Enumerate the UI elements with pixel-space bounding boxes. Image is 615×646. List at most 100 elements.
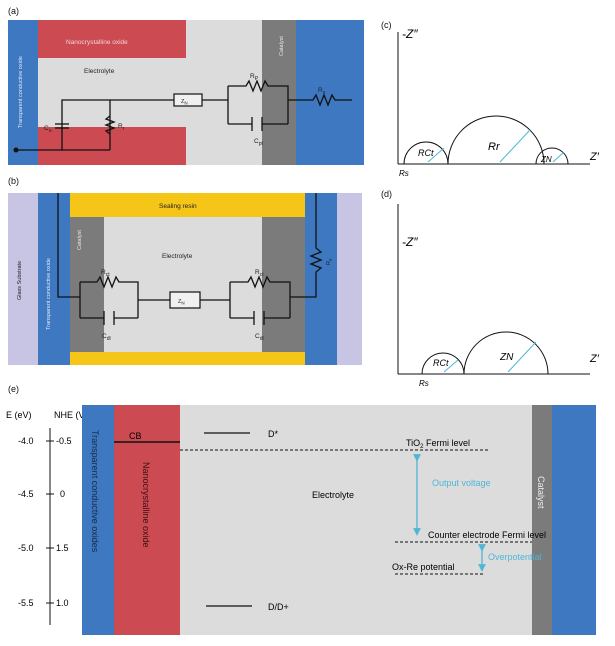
a-zn-label: ZN	[181, 99, 188, 106]
b-sealing-bottom	[70, 352, 305, 365]
c-x-label: Z′	[589, 151, 600, 163]
d-origin-label: Rs	[419, 379, 429, 388]
e-oxide-layer	[114, 405, 180, 635]
panel-d-label: (d)	[381, 189, 392, 199]
e-tick-nhe-4: 1.0	[56, 598, 69, 608]
c-arc-1	[403, 141, 449, 165]
panel-d: (d) -Z″ Z′ Rs RCt ZN	[381, 189, 600, 388]
a-parallel-rp-cpt	[227, 79, 289, 125]
a-resistor-rs	[288, 93, 352, 107]
a-cu-label: Cu	[44, 125, 52, 134]
e-axis-e-label: E (eV)	[6, 410, 32, 420]
panel-a: (a) Transparent conductive oxide Nanocry…	[8, 6, 364, 165]
a-oxide-text: Nanocrystalline oxide	[66, 39, 128, 46]
a-catalyst-text: Catalyst	[279, 36, 285, 56]
a-electrode-right	[296, 20, 364, 165]
c-radius-1	[427, 147, 445, 163]
b-cdl1-label: Cdl	[102, 333, 111, 342]
e-tick-nhe-2: 0	[60, 489, 65, 499]
d-radius-2	[507, 341, 537, 373]
d-arc-1	[421, 352, 465, 375]
c-arc1-label: RCt	[418, 148, 434, 158]
b-zn-label: ZN	[178, 299, 185, 306]
a-resistor-rr	[104, 115, 116, 135]
e-tick-nhe-3: 1.5	[56, 543, 69, 553]
a-tco-text: Transparent conductive oxide	[18, 56, 24, 128]
e-cb-label: CB	[129, 431, 142, 441]
c-arc-3	[535, 147, 569, 165]
c-y-label: -Z″	[402, 27, 418, 41]
b-catalyst-left	[70, 217, 104, 352]
b-cdl2-label: Cdl	[255, 333, 264, 342]
b-sealing-top	[70, 193, 305, 217]
d-x-label: Z′	[589, 353, 600, 365]
e-tick-nhe-1: -0.5	[56, 436, 72, 446]
a-cpt-label: Cpt	[254, 138, 263, 147]
e-catalyst-text: Catalyst	[536, 476, 546, 509]
c-arc-2	[447, 115, 545, 165]
panel-b-label: (b)	[8, 176, 19, 186]
b-tco-left	[38, 193, 70, 365]
b-electrolyte-text: Electrolyte	[162, 253, 193, 260]
e-tco-text: Transparent conductive oxides	[90, 430, 100, 553]
e-electrolyte-bg	[180, 405, 532, 635]
a-oxide-bottom	[38, 127, 186, 165]
d-arc2-label: ZN	[499, 352, 514, 363]
panel-b: (b) Sealing resin Glass Substrate Transp…	[8, 176, 362, 365]
c-radius-2	[499, 129, 531, 163]
d-y-label: -Z″	[402, 235, 418, 249]
b-tco-right	[305, 193, 337, 365]
b-catalyst-right	[262, 217, 305, 352]
panel-e: (e) E (eV) NHE (V) -4.0 -4.5 -5.0 -5.5 -…	[6, 384, 596, 635]
e-electrode-right	[552, 405, 596, 635]
b-wire-left	[57, 193, 80, 298]
e-catalyst-layer	[532, 405, 552, 635]
e-overpotential-label: Overpotential	[488, 552, 542, 562]
b-rct1-label: Rct	[101, 269, 110, 278]
b-tco-text: Transparent conductive oxide	[46, 258, 52, 330]
e-tick-e-3: -5.0	[18, 543, 34, 553]
b-parallel-right	[229, 275, 291, 319]
d-arc1-label: RCt	[433, 358, 449, 368]
panel-e-label: (e)	[8, 384, 19, 394]
a-rr-label: Rr	[118, 123, 125, 132]
b-rct2-label: Rct	[255, 269, 264, 278]
e-tco-layer	[82, 405, 114, 635]
b-glass-text: Glass Substrate	[17, 261, 23, 300]
d-arc-2	[463, 331, 549, 375]
e-tio2-fermi-label: TiO2 Fermi level	[406, 438, 470, 450]
e-counter-fermi-label: Counter electrode Fermi level	[428, 530, 546, 540]
a-electrolyte-text: Electrolyte	[84, 68, 115, 75]
c-arc2-label: Rr	[488, 141, 501, 153]
panel-a-label: (a)	[8, 6, 19, 16]
b-rs-label: Rs	[326, 258, 333, 265]
e-tick-e-1: -4.0	[18, 436, 34, 446]
b-sealing-text: Sealing resin	[159, 203, 197, 210]
panel-c: (c) -Z″ Z′ Rs RCt Rr ZN	[381, 20, 600, 178]
e-dstar-label: D*	[268, 429, 278, 439]
a-terminal-left	[13, 147, 19, 153]
e-electrolyte-text: Electrolyte	[312, 490, 354, 500]
a-rs-label: Rs	[318, 87, 326, 96]
c-arc3-label: ZN	[540, 155, 552, 164]
c-origin-label: Rs	[399, 169, 409, 178]
a-rp-label: RP	[250, 73, 259, 82]
e-oxide-text: Nanocrystalline oxide	[141, 462, 151, 548]
e-oxre-label: Ox-Re potential	[392, 562, 455, 572]
b-resistor-rs	[290, 193, 323, 298]
b-zn-box	[169, 291, 201, 309]
c-radius-3	[552, 151, 565, 163]
panel-c-label: (c)	[381, 20, 392, 30]
b-catalyst-text: Catalyst	[77, 230, 83, 250]
e-axis-nhe-label: NHE (V)	[54, 410, 88, 420]
e-tick-e-4: -5.5	[18, 598, 34, 608]
e-tick-e-2: -4.5	[18, 489, 34, 499]
d-radius-1	[443, 359, 459, 373]
a-catalyst-layer	[262, 20, 296, 165]
a-tco-layer	[8, 20, 38, 165]
e-ddplus-label: D/D+	[268, 602, 289, 612]
b-parallel-left	[79, 275, 139, 319]
a-zn-box	[173, 93, 203, 107]
e-output-voltage-label: Output voltage	[432, 478, 491, 488]
